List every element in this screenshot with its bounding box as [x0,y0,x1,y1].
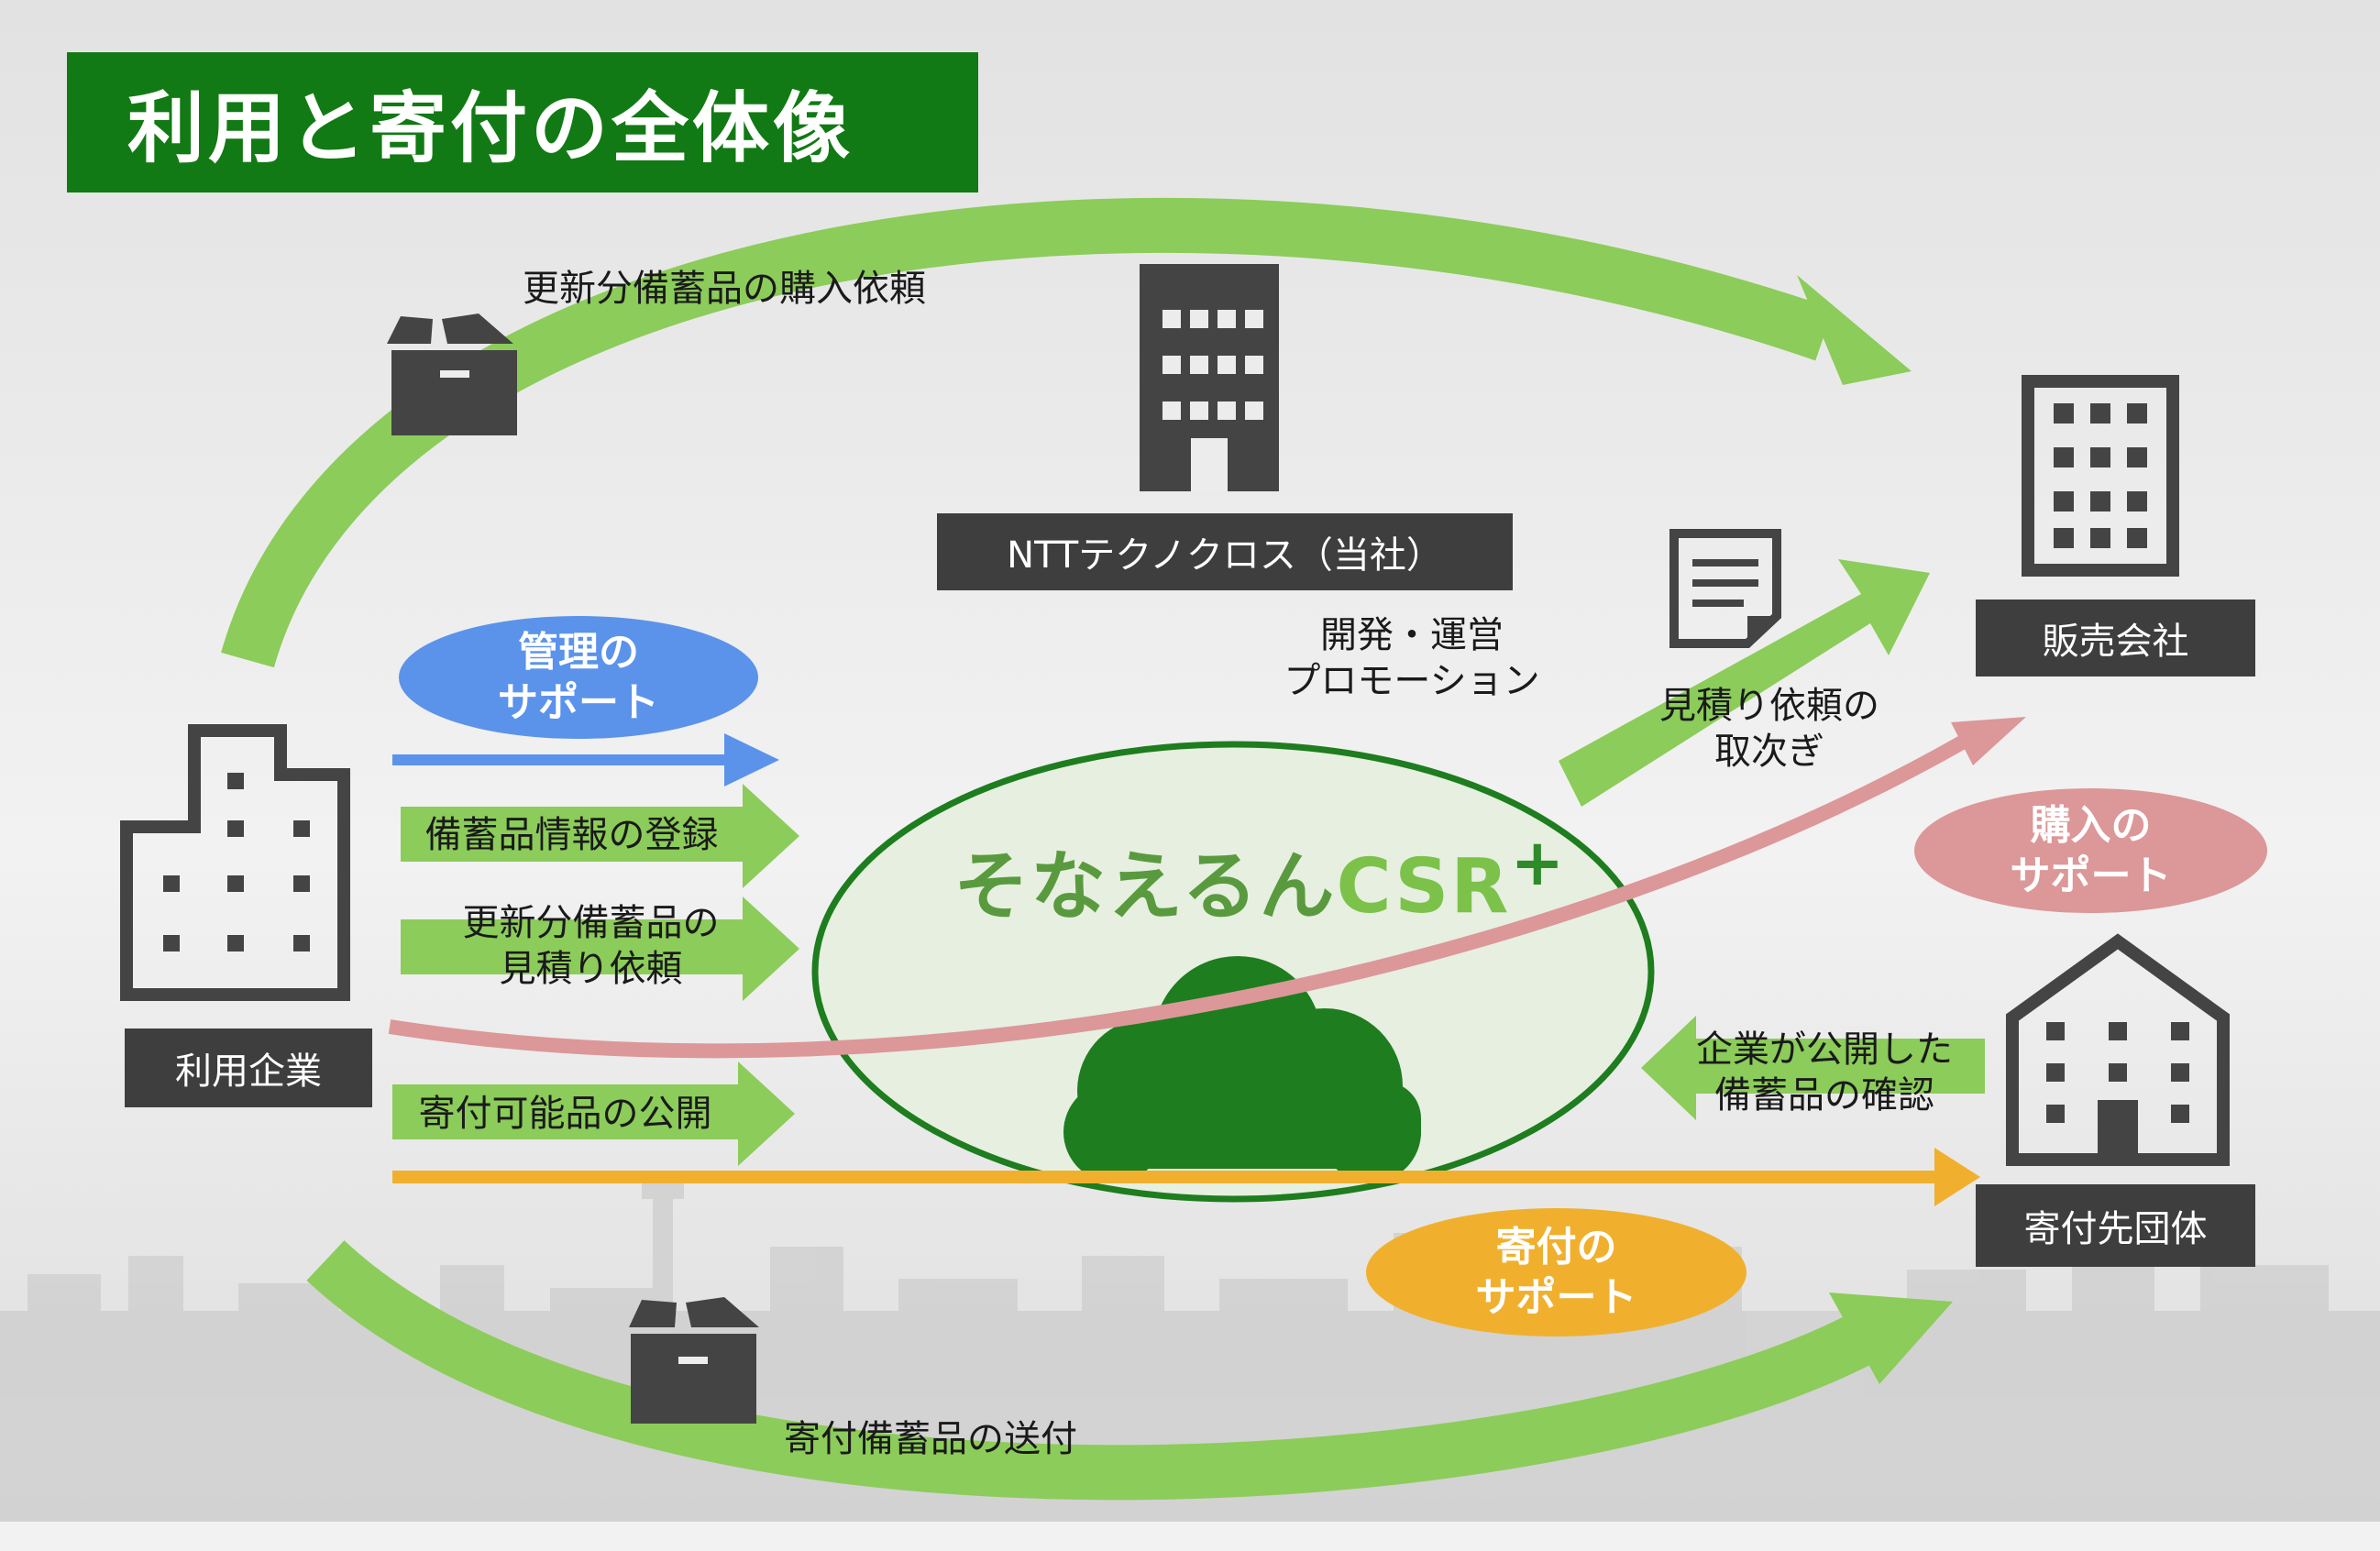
building-icon [2022,375,2179,577]
page-title: 利用と寄付の全体像 [67,52,978,192]
support-donate: 寄付のサポート [1366,1208,1746,1336]
label-dev-ops: 開発・運営 プロモーション [1284,614,1540,702]
arrow-publish-label: 寄付可能品の公開 [418,1093,712,1135]
arrow-register [401,784,799,888]
logo-csr: CSR [1336,843,1511,930]
label-donation-send: 寄付備蓄品の送付 [784,1418,1077,1460]
box-icon [387,314,517,435]
arrow-confirm [1641,1016,1985,1120]
arrow-donate [392,1171,1951,1183]
arrow-purchase [388,736,1966,1059]
arc-bottom [306,1240,1884,1501]
arrow-publish [392,1062,795,1166]
support-purchase: 購入のサポート [1914,788,2267,913]
arrow-estimate [401,896,799,1001]
logo-main: そなえるん [953,843,1337,930]
support-manage: 管理のサポート [399,616,758,739]
label-purchase-request: 更新分備蓄品の購入依頼 [523,268,926,310]
logo-plus: + [1510,825,1567,900]
label-estimate-relay: 見積り依頼の 取次ぎ [1659,685,1879,773]
entity-donee: 寄付先団体 [1976,1184,2255,1267]
arc-top [221,197,1834,668]
arrow-purchase-head [1951,717,2026,765]
house-icon [2006,933,2230,1166]
arrow-register-label: 備蓄品情報の登録 [424,814,719,856]
arc-top-head [1797,275,1912,385]
building-icon [120,724,350,1001]
arc-bottom-head [1829,1292,1953,1384]
sonaerun-csr-logo: そなえるんCSR+ [953,825,1566,934]
tree-icon [1063,956,1421,1182]
document-icon [1669,529,1781,648]
arrow-confirm-label: 企業が公開した 備蓄品の確認 [1696,1028,1953,1116]
entity-user: 利用企業 [125,1028,372,1107]
arrow-estimate-label: 更新分備蓄品の 見積り依頼 [462,902,720,990]
arrow-manage [392,754,732,765]
box-icon [629,1297,759,1424]
entity-ntt: NTTテクノクロス（当社） [937,513,1513,590]
building-icon [1140,264,1279,491]
arrow-estimate-relay [1559,559,1930,807]
entity-sales: 販売会社 [1976,600,2255,676]
arrow-manage-head [724,733,779,786]
arrow-donate-head [1934,1148,1980,1206]
city-skyline [0,1182,2380,1551]
